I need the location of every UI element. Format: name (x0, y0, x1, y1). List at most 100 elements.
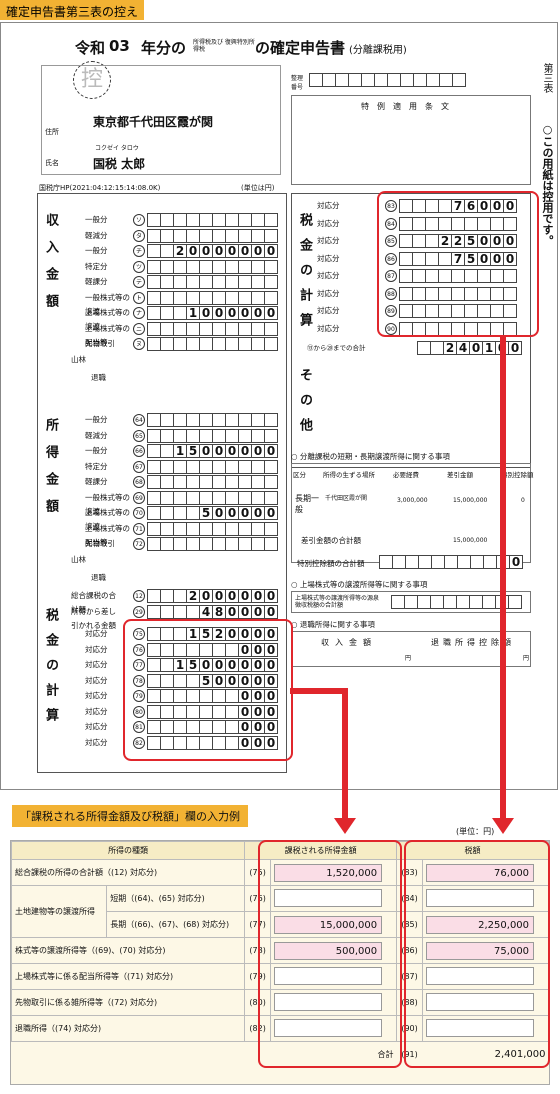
income-row-label: 軽減分 (85, 230, 108, 240)
shotoku-row-number: 69 (133, 491, 145, 504)
income-row-number: ヌ (133, 338, 145, 350)
seiri-label: 整理番号 (291, 75, 304, 91)
row-val-2[interactable]: 75,000 (422, 937, 549, 964)
row-kind: 上場株式等に係る配当所得等（(71) 対応分) (10, 963, 246, 990)
highlight-right-tax (377, 191, 539, 337)
row-kind: 総合課税の所得の合計額（(12) 対応分) (10, 859, 246, 886)
row-val-1[interactable] (270, 989, 398, 1016)
income-row-number: テ (133, 276, 145, 288)
right-tax-row-cells (399, 216, 517, 231)
example-row: 長期（(66)、(67)、(68) 対応分)(77)15,000,000(85)… (12, 911, 549, 938)
income-row-cells (147, 337, 278, 351)
taxtop-row-label: 所得から差し引かれる金額 (71, 606, 116, 630)
tax-row-label: 対応分 (85, 675, 108, 685)
right-tax-row-label: 対応分 (317, 201, 340, 210)
row-num-1: (80) (244, 989, 272, 1016)
sanrin-label-1: 山林 (71, 355, 86, 364)
furigana: コクゼイ タロウ (95, 145, 139, 152)
arrow-left-head (334, 818, 356, 834)
right-tax-row-label: 対応分 (317, 218, 340, 228)
shotoku-row-cells (147, 537, 278, 551)
income-row-label: 先物取引 (85, 339, 115, 348)
shotoku-row-label: 上場株式等の譲渡 (85, 508, 130, 531)
special-rules-box (291, 95, 531, 185)
shotoku-row-label: 軽課分 (85, 477, 108, 486)
arrow-right-head (492, 818, 514, 834)
sanrin-label-2: 山林 (71, 555, 86, 564)
tax-row-number: 77 (133, 659, 145, 671)
row-kind: 退職所得（(74) 対応分) (10, 1015, 246, 1042)
row-val-1[interactable]: 1,520,000 (270, 859, 398, 886)
income-row-number: チ (133, 245, 145, 257)
right-tax-row-label: 対応分 (317, 236, 340, 245)
row-val-1[interactable] (270, 885, 398, 912)
row-val-2[interactable] (422, 963, 549, 990)
shotoku-row-number: 68 (133, 476, 145, 488)
example-table: 所得の種類 課税される所得金額 税額 総合課税の所得の合計額（(12) 対応分)… (10, 840, 550, 1085)
row-val-2[interactable]: 76,000 (422, 859, 549, 886)
section-income: 収入金額 (43, 213, 58, 321)
right-tax-row-cells (399, 269, 517, 283)
taishoku-label-1: 退職 (91, 373, 106, 382)
income-row-number: ト (133, 291, 145, 304)
row-val-1[interactable] (270, 963, 398, 990)
row-val-2[interactable]: 2,250,000 (422, 911, 549, 938)
row-val-1[interactable] (270, 1015, 398, 1042)
bunri-kubun: 長期一般 (295, 494, 319, 514)
taishoku-title: ○ 退職所得に関する事項 (291, 620, 375, 629)
total-value: 2,401,000 (494, 1049, 546, 1061)
right-tax-row-label: 対応分 (317, 288, 340, 298)
right-tax-row-label: 対応分 (317, 253, 340, 263)
shotoku-row-label: 一般株式等の譲渡 (85, 492, 130, 516)
seiri-cells (309, 73, 466, 87)
income-row-label: 特定分 (85, 261, 108, 271)
address-label: 住所 (45, 128, 59, 136)
right-tax-row-number: 89 (385, 305, 397, 317)
highlight-left-tax (123, 619, 293, 761)
row-kind: 土地建物等の譲渡所得 (10, 885, 108, 938)
form-title-small: 所得税及び 復興特別所得税 (193, 39, 255, 53)
income-row-cells (147, 213, 278, 227)
example-row: 土地建物等の譲渡所得短期（(64)、(65) 対応分)(76)(84) (10, 885, 549, 938)
shotoku-row-label: 上場株式等の配当等 (85, 523, 130, 547)
shotoku-row-number: 66 (133, 445, 145, 457)
income-row-cells (147, 259, 278, 274)
income-row-number: ソ (133, 214, 145, 226)
tax-row-label: 対応分 (85, 660, 108, 669)
income-row-label: 上場株式等の譲渡 (85, 308, 130, 331)
bunri-col: 特別控除額 (501, 471, 534, 479)
section-other: その他 (297, 368, 312, 443)
row-num-1: (76) (244, 885, 272, 912)
shotoku-row-number: 72 (133, 538, 145, 550)
page-marker: 第三表 (541, 63, 552, 93)
total-label: 合計 (377, 1050, 394, 1060)
income-row-number: ニ (133, 322, 145, 335)
form-year: 03 (109, 37, 130, 55)
form-era: 令和 (75, 39, 106, 57)
timestamp: 国税庁HP(2021:04:12:15:14:08.0K) (39, 184, 161, 192)
bunri-cost: 3,000,000 (397, 497, 428, 504)
col-tax: 税額 (396, 841, 549, 860)
taxtop-row-number: 29 (133, 605, 145, 618)
joujou-box (291, 591, 531, 613)
header-title: 確定申告書第三表の控え (0, 0, 145, 20)
sashihiki-value: 15,000,000 (453, 537, 488, 544)
form-title-b: の確定申告書 (255, 39, 346, 57)
row-kind: 先物取引に係る雑所得等（(72) 対応分) (10, 989, 246, 1016)
tax-row-number: 79 (133, 690, 145, 702)
section-shotoku: 所得金額 (43, 418, 58, 526)
example-title: 「課税される所得金額及び税額」欄の入力例 (12, 805, 248, 827)
tax-row-number: 75 (133, 628, 145, 640)
highlight-example-tax (404, 840, 550, 1068)
row-val-2[interactable] (422, 1015, 549, 1042)
right-tax-row-label: 対応分 (317, 323, 340, 333)
